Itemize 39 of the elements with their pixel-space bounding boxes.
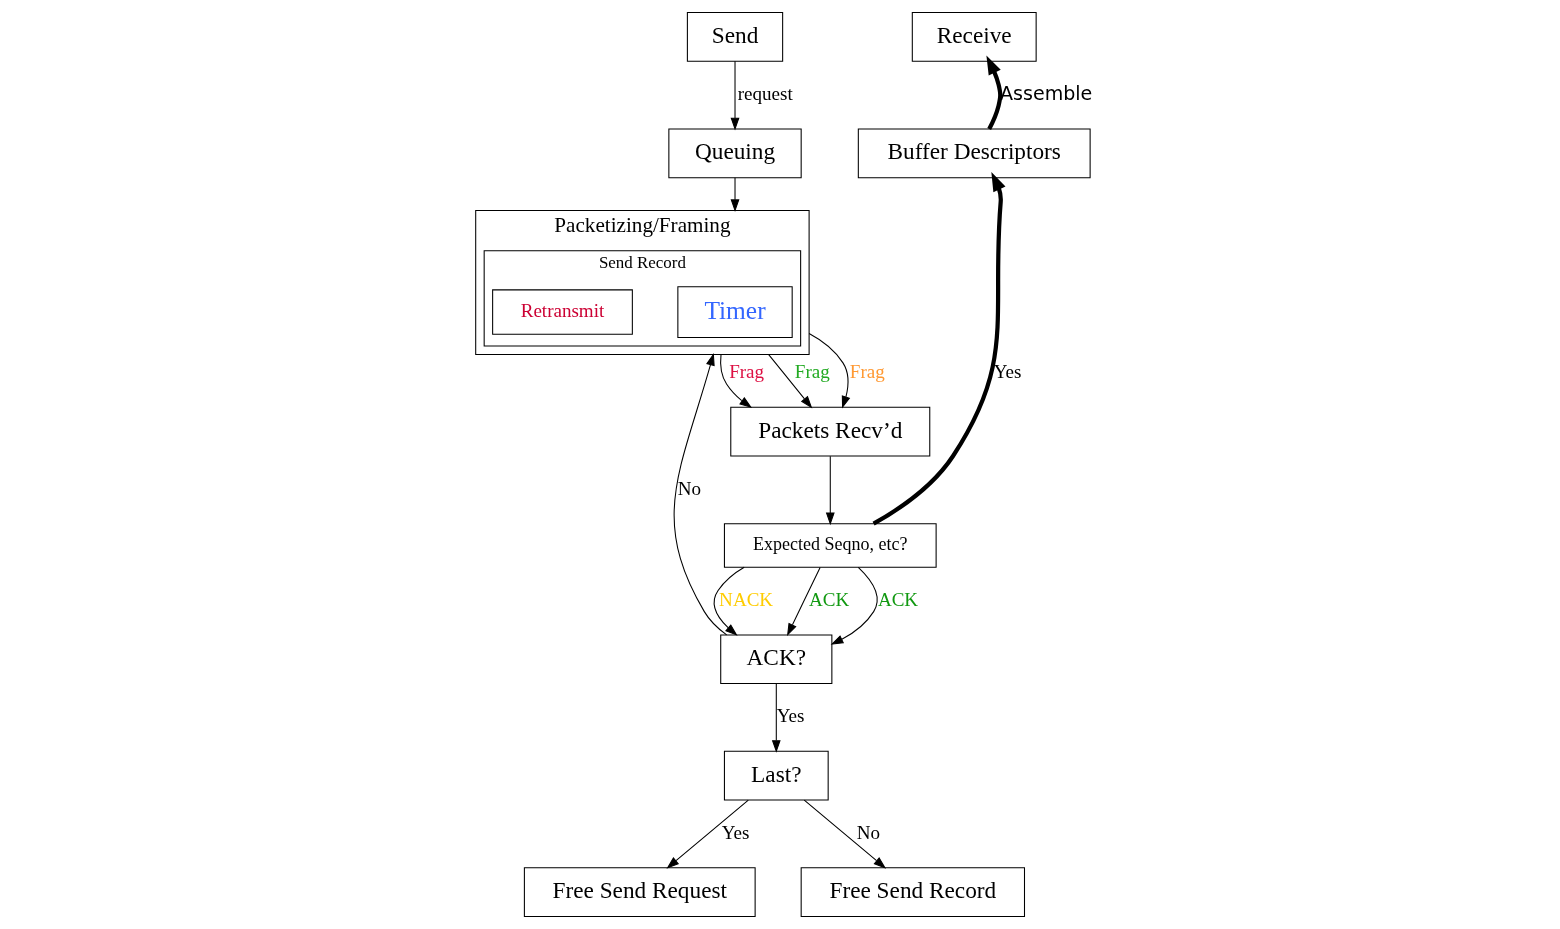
node-box: Last? (723, 750, 829, 801)
node-box: Queuing (668, 128, 802, 179)
arrow (720, 353, 753, 408)
edge-label: request (737, 82, 793, 104)
node-box: Packets Recv’d (730, 406, 931, 457)
edge-label: No (856, 821, 881, 843)
edge-label: ACK (877, 588, 919, 610)
arrow (713, 566, 745, 636)
arrow (666, 799, 749, 869)
edge-label: Frag (794, 361, 830, 383)
node-box: Free Send Record (800, 867, 1026, 917)
node-box: Timer (677, 286, 793, 338)
arrow (808, 333, 851, 409)
arrow (787, 567, 821, 637)
node-box: Buffer Descriptors (857, 128, 1091, 179)
arrow (673, 352, 728, 636)
edge-label: Frag (849, 361, 885, 383)
edge-label: Yes (776, 705, 805, 727)
arrow (830, 566, 878, 645)
node-box: Receive (911, 12, 1037, 62)
arrow (730, 177, 740, 213)
arrow (767, 353, 813, 409)
edge-label: ACK (809, 588, 850, 610)
arrow (771, 683, 781, 753)
arrow (986, 55, 1003, 130)
arrow (803, 799, 887, 869)
node-box: Retransmit (492, 289, 633, 335)
arrow (825, 455, 835, 526)
edge-label: NACK (719, 588, 774, 610)
arrow (730, 60, 740, 131)
edge-label: Yes (993, 361, 1022, 383)
node-box: Free Send Request (523, 867, 756, 917)
edge-label: Frag (729, 361, 765, 383)
edge-label: No (677, 477, 702, 499)
node-box: ACK? (720, 634, 833, 685)
arrow (872, 171, 1006, 526)
edge-label: Yes (721, 821, 750, 843)
node-box: Send (686, 12, 784, 62)
node-box: Expected Seqno, etc? (723, 523, 937, 568)
